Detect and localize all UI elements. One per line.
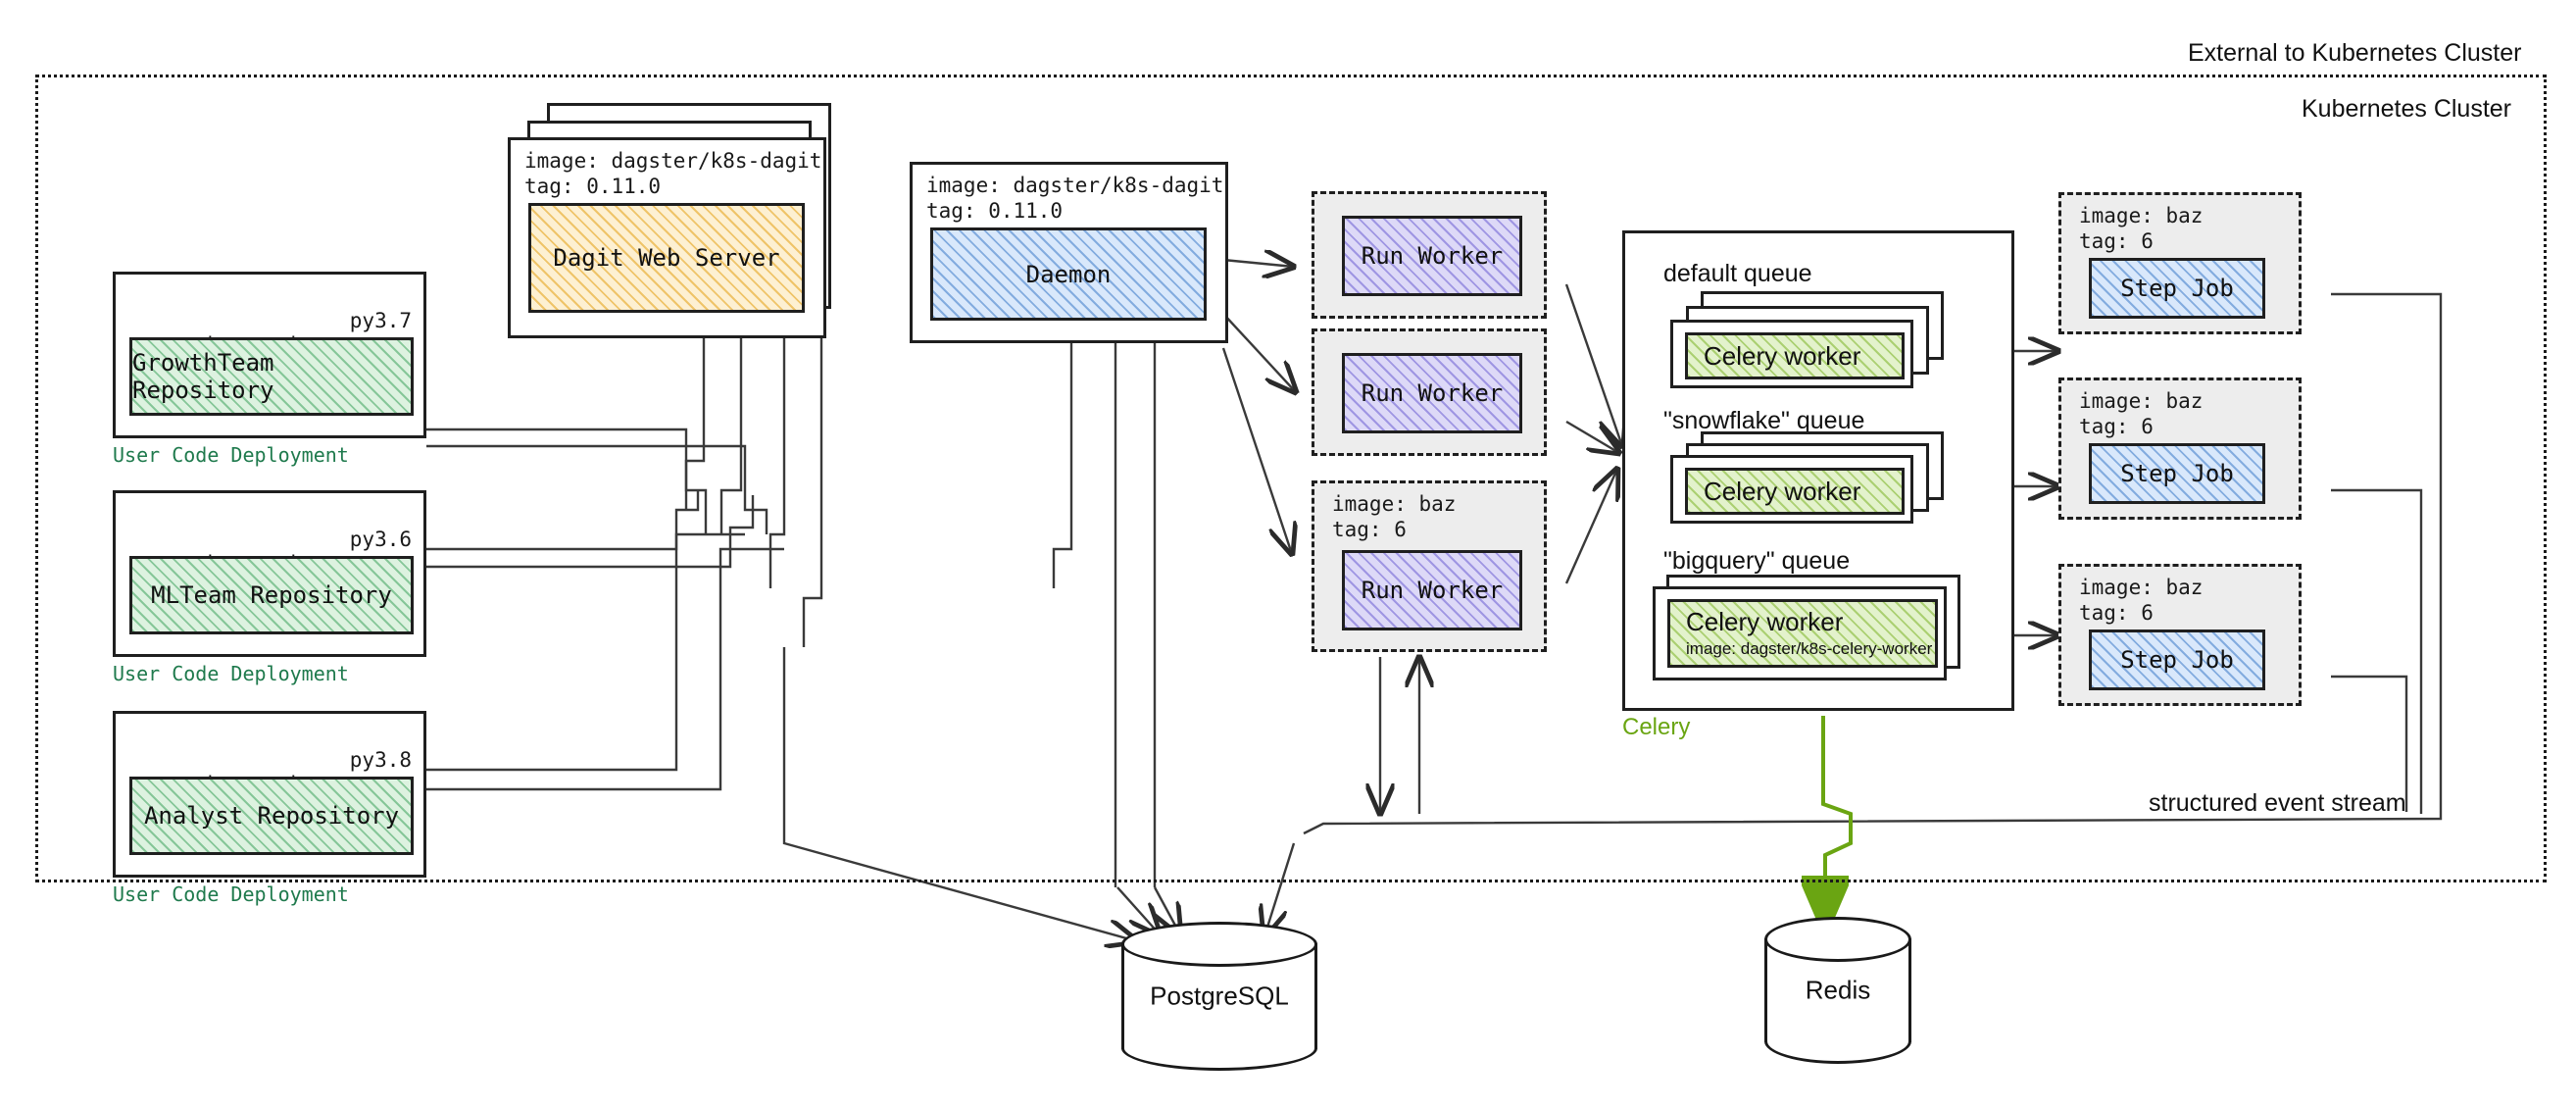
user-code-deployment-caption-3: User Code Deployment (113, 882, 349, 906)
dagit-tag-line: tag: 0.11.0 (524, 174, 662, 198)
celery-label: Celery (1622, 714, 1691, 740)
queue-label-default: default queue (1663, 260, 1812, 287)
daemon-image-line: image: dagster/k8s-dagit (926, 174, 1224, 197)
celery-worker-default-fill[interactable]: Celery worker (1685, 332, 1905, 379)
step-job-box-3[interactable]: Step Job (2089, 630, 2265, 690)
daemon-box[interactable]: Daemon (930, 227, 1207, 321)
celery-worker-snowflake-label: Celery worker (1704, 476, 1861, 506)
postgresql-database[interactable]: PostgreSQL (1121, 922, 1317, 1071)
dagit-web-server-pod[interactable]: image: dagster/k8s-dagit tag: 0.11.0 Dag… (508, 137, 826, 338)
kubernetes-cluster-label: Kubernetes Cluster (2302, 95, 2512, 123)
run-worker-box-1[interactable]: Run Worker (1342, 216, 1522, 296)
db-top-ellipse (1121, 922, 1317, 967)
celery-worker-bigquery-image: image: dagster/k8s-celery-worker (1686, 639, 1933, 659)
run-worker-pod-3[interactable]: image: baz tag: 6 Run Worker (1312, 480, 1547, 652)
celery-worker-snowflake[interactable]: Celery worker (1670, 455, 1913, 524)
celery-worker-snowflake-fill[interactable]: Celery worker (1685, 468, 1905, 515)
run-worker-tag-line: tag: 6 (1332, 517, 1407, 541)
daemon-pod[interactable]: image: dagster/k8s-dagit tag: 0.11.0 Dae… (910, 162, 1228, 343)
repository-box-analyst[interactable]: Analyst Repository (129, 777, 414, 855)
external-cluster-label: External to Kubernetes Cluster (2188, 39, 2522, 67)
run-worker-image-line: image: baz (1332, 492, 1457, 516)
step-job-tag-line-2: tag: 6 (2079, 414, 2154, 438)
step-job-box-1[interactable]: Step Job (2089, 258, 2265, 319)
step-job-image-line-2: image: baz (2079, 389, 2204, 413)
redis-database[interactable]: Redis (1764, 917, 1911, 1064)
run-worker-pod-2[interactable]: Run Worker (1312, 328, 1547, 456)
redis-label: Redis (1805, 975, 1871, 1005)
step-job-image-line-3: image: baz (2079, 576, 2204, 599)
queue-label-snowflake: "snowflake" queue (1663, 407, 1865, 434)
user-code-deployment-mlteam[interactable]: py3.6 image: baz tag: 6 MLTeam Repositor… (113, 490, 426, 657)
celery-worker-bigquery-fill[interactable]: Celery worker image: dagster/k8s-celery-… (1667, 599, 1938, 668)
daemon-tag-line: tag: 0.11.0 (926, 198, 1064, 223)
repository-box-growthteam[interactable]: GrowthTeam Repository (129, 337, 414, 416)
postgresql-label: PostgreSQL (1150, 981, 1289, 1011)
user-code-deployment-caption-2: User Code Deployment (113, 662, 349, 685)
db-top-ellipse (1764, 917, 1911, 962)
step-job-pod-1[interactable]: image: baz tag: 6 Step Job (2058, 192, 2302, 334)
celery-worker-bigquery-label: Celery worker (1686, 606, 1844, 636)
queue-label-bigquery: "bigquery" queue (1663, 547, 1851, 575)
step-job-pod-3[interactable]: image: baz tag: 6 Step Job (2058, 564, 2302, 706)
python-version-label: py3.7 (349, 308, 412, 332)
step-job-pod-2[interactable]: image: baz tag: 6 Step Job (2058, 378, 2302, 520)
python-version-label: py3.8 (349, 747, 412, 772)
repository-box-mlteam[interactable]: MLTeam Repository (129, 556, 414, 634)
dagit-web-server-box[interactable]: Dagit Web Server (528, 203, 805, 313)
run-worker-box-2[interactable]: Run Worker (1342, 353, 1522, 433)
step-job-tag-line-3: tag: 6 (2079, 600, 2154, 625)
python-version-label: py3.6 (349, 527, 412, 551)
user-code-deployment-caption-1: User Code Deployment (113, 443, 349, 467)
user-code-deployment-growthteam[interactable]: py3.7 image: bar tag: 5 GrowthTeam Repos… (113, 272, 426, 438)
celery-worker-bigquery[interactable]: Celery worker image: dagster/k8s-celery-… (1653, 586, 1947, 680)
dagit-image-line: image: dagster/k8s-dagit (524, 149, 822, 173)
step-job-box-2[interactable]: Step Job (2089, 443, 2265, 504)
user-code-deployment-analyst[interactable]: py3.8 image: bam tag: latest Analyst Rep… (113, 711, 426, 878)
step-job-tag-line-1: tag: 6 (2079, 228, 2154, 253)
kubernetes-cluster-boundary (35, 75, 2547, 882)
run-worker-box-3[interactable]: Run Worker (1342, 550, 1522, 630)
celery-worker-default-label: Celery worker (1704, 340, 1861, 371)
celery-worker-default[interactable]: Celery worker (1670, 320, 1913, 388)
step-job-image-line-1: image: baz (2079, 204, 2204, 227)
structured-event-stream-label: structured event stream (2149, 789, 2406, 817)
run-worker-pod-1[interactable]: Run Worker (1312, 191, 1547, 319)
